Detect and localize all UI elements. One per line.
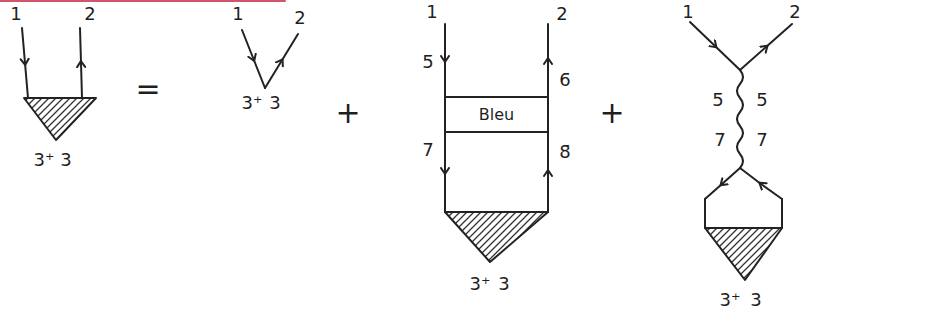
label-holder: 1 (682, 2, 693, 22)
momentum-label: 7̄ (422, 139, 433, 160)
hatched-vertex (24, 98, 96, 140)
label-holder: 2 (789, 2, 800, 22)
label-holder: 5̄ (422, 52, 433, 72)
momentum-label: 1 (232, 3, 243, 24)
operator-sign: + (599, 95, 624, 130)
momentum-label: 7̄ (714, 129, 725, 150)
label-holder: 7̄ (714, 130, 725, 150)
hatched-vertex (445, 212, 548, 262)
label-holder: 5̄ (756, 90, 767, 110)
momentum-label: 2 (294, 7, 305, 28)
label-holder: 3⁺ (470, 274, 491, 294)
label-holder: 3 (750, 290, 761, 310)
label-holder: 3⁺ (34, 150, 55, 170)
momentum-label: 8̄ (559, 141, 570, 162)
fermion-line (444, 24, 446, 97)
momentum-label: 1 (682, 1, 693, 22)
operator-sign: = (135, 71, 160, 106)
fermion-line (740, 24, 792, 70)
fermion-line (740, 168, 782, 199)
momentum-label: 2 (789, 1, 800, 22)
kernel-label: Bleu (479, 106, 514, 124)
momentum-label: 3 (60, 149, 71, 170)
label-holder: 1 (426, 2, 437, 22)
fermion-line (265, 34, 298, 88)
label-holder: 8̄ (559, 142, 570, 162)
momentum-label: 2 (84, 3, 95, 24)
ladder-box (445, 132, 548, 212)
label-holder: 2 (556, 4, 567, 24)
fermion-line (704, 199, 706, 228)
operator-sign: + (335, 95, 360, 130)
fermion-line (547, 24, 549, 97)
label-holder: + (599, 96, 624, 129)
label-holder: 1 (10, 4, 21, 24)
momentum-label: 5̄ (756, 89, 767, 110)
momentum-label: 3 (498, 273, 509, 294)
label-holder: 3⁺ (720, 290, 741, 310)
label-holder: 3 (60, 150, 71, 170)
label-holder: 2 (84, 4, 95, 24)
fermion-line (242, 30, 265, 88)
momentum-label: 2 (556, 3, 567, 24)
label-holder: 3 (269, 93, 280, 113)
fermion-line (444, 132, 446, 212)
fermion-line (690, 22, 740, 70)
label-holder: 1 (232, 4, 243, 24)
label-holder: 3⁺ (242, 93, 263, 113)
momentum-label: 3⁺ (242, 92, 263, 113)
label-holder: 7̄ (756, 130, 767, 150)
fermion-line (80, 28, 82, 98)
hatched-vertex (705, 228, 782, 280)
momentum-label: 5̄ (422, 51, 433, 72)
label-holder: 7̄ (422, 140, 433, 160)
momentum-label: 1 (10, 3, 21, 24)
momentum-label: 3 (269, 92, 280, 113)
momentum-label: 5̄ (712, 89, 723, 110)
label-holder: 5̄ (712, 90, 723, 110)
label-holder: 6̄ (559, 70, 570, 90)
label-holder: 2 (294, 8, 305, 28)
momentum-label: 3⁺ (470, 273, 491, 294)
fermion-line (547, 132, 549, 212)
kernel-box: Bleu (444, 96, 549, 133)
fermion-line (705, 168, 740, 199)
label-holder: + (335, 96, 360, 129)
heading-underline (0, 0, 285, 2)
wavy-propagator (737, 70, 743, 168)
momentum-label: 6̄ (559, 69, 570, 90)
label-holder: = (135, 72, 160, 105)
fermion-line (781, 199, 783, 228)
momentum-label: 7̄ (756, 129, 767, 150)
momentum-label: 3⁺ (34, 149, 55, 170)
fermion-line (22, 28, 28, 98)
momentum-label: 3⁺ (720, 289, 741, 310)
momentum-label: 1 (426, 1, 437, 22)
momentum-label: 3 (750, 289, 761, 310)
label-holder: 3 (498, 274, 509, 294)
